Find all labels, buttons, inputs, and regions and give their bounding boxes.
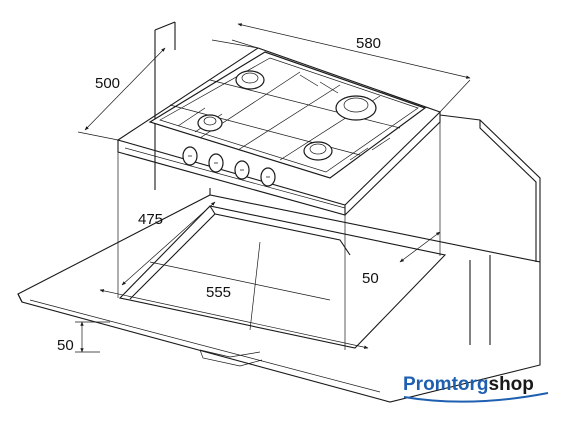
dim-555-label: 555 — [206, 284, 231, 301]
dim-50-front-label: 50 — [57, 337, 74, 354]
dim-50-side-line — [399, 231, 441, 263]
logo-part-a: Promtorg — [403, 374, 489, 395]
burner-front-right-icon — [303, 141, 333, 161]
dim-500-line — [84, 47, 166, 131]
cutout — [118, 205, 447, 349]
logo-swoosh-icon — [403, 392, 549, 403]
burner-front-left-icon — [197, 114, 223, 132]
dim-475-line — [121, 201, 216, 286]
dim-555-line — [99, 289, 369, 349]
dim-475-label: 475 — [138, 211, 163, 228]
svg-text:Promtorgshop: Promtorgshop — [403, 374, 534, 395]
burner-rear-right-icon — [335, 95, 377, 121]
logo-part-b: shop — [489, 374, 534, 395]
promtorgshop-logo: Promtorgshop — [403, 374, 549, 403]
dim-500-label: 500 — [95, 75, 120, 92]
dim-580-line — [237, 23, 471, 79]
dim-580-label: 580 — [356, 35, 381, 52]
dim-50-side-label: 50 — [362, 270, 379, 287]
dimension-lines — [75, 23, 471, 353]
burner-rear-left-icon — [235, 70, 265, 90]
